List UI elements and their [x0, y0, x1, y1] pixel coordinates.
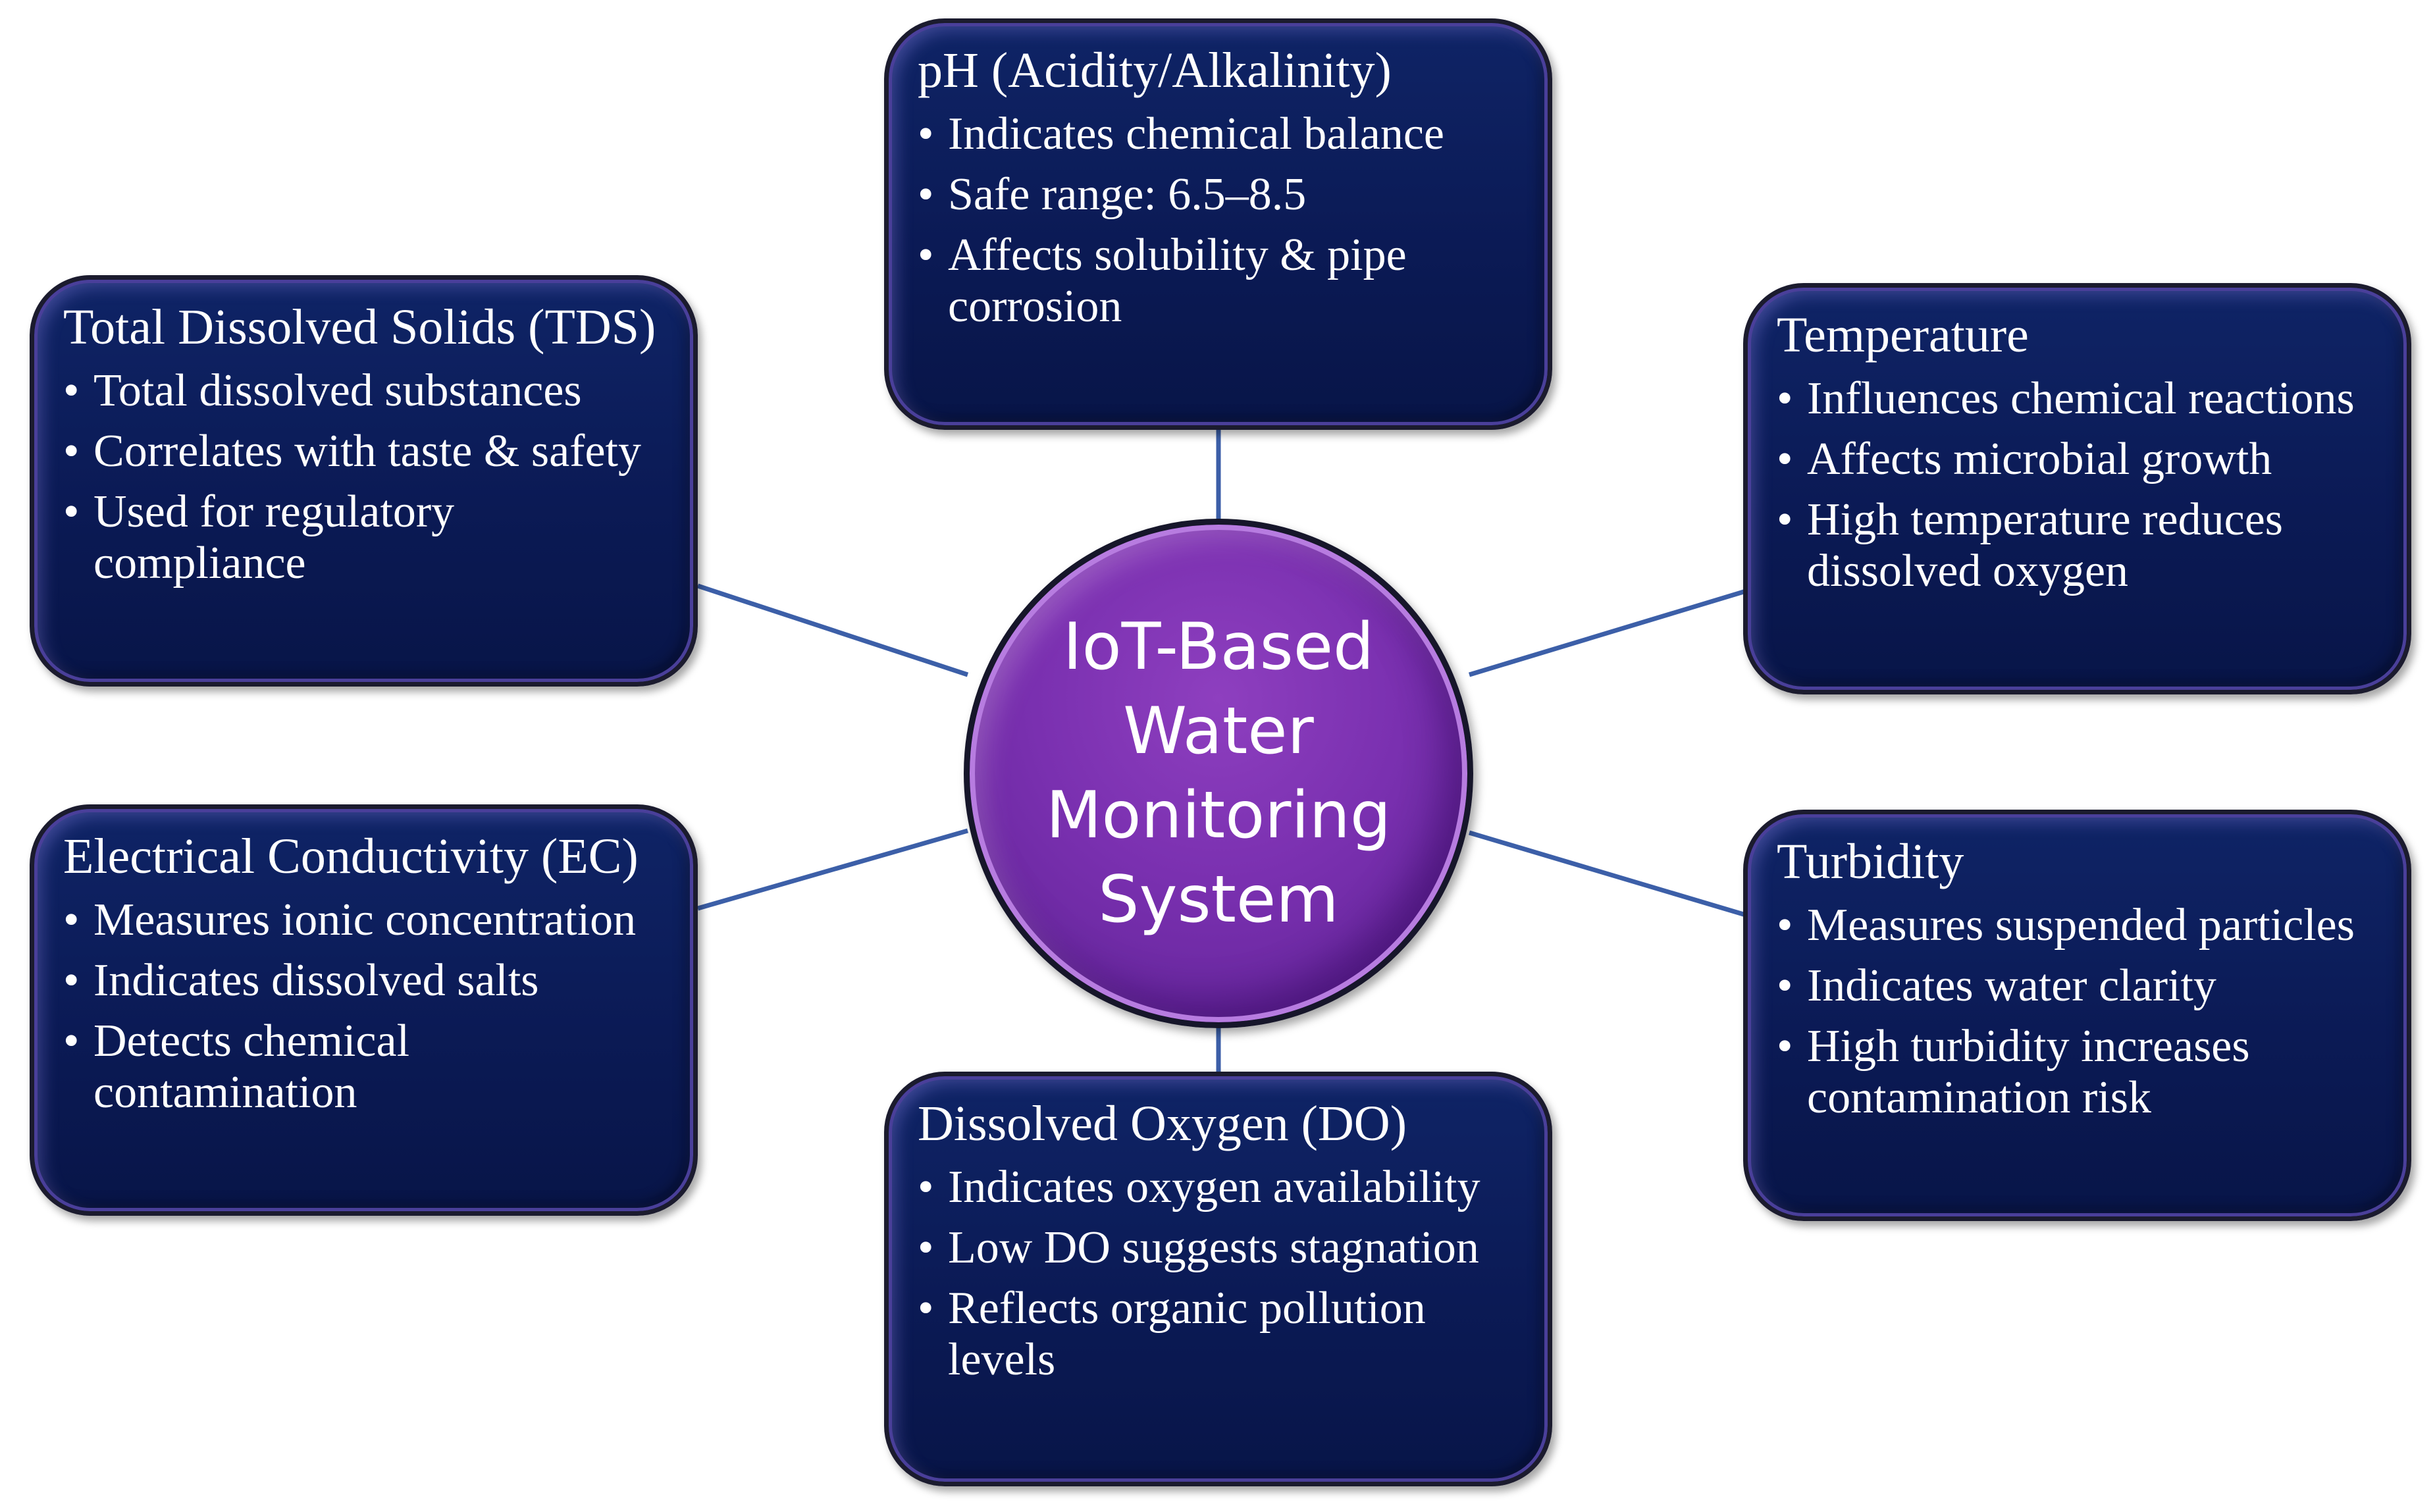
node-do: Dissolved Oxygen (DO) Indicates oxygen a…	[884, 1072, 1552, 1486]
bullet-item: Affects solubility & pipe corrosion	[918, 230, 1525, 332]
bullet-item: Correlates with taste & safety	[63, 426, 671, 477]
node-bullets: Total dissolved substances Correlates wi…	[63, 365, 671, 589]
bullet-item: Detects chemical contamination	[63, 1016, 671, 1118]
bullet-item: Safe range: 6.5–8.5	[918, 169, 1525, 221]
bullet-item: Low DO suggests stagnation	[918, 1222, 1525, 1274]
node-temperature: Temperature Influences chemical reaction…	[1743, 283, 2411, 694]
node-ec: Electrical Conductivity (EC) Measures io…	[30, 804, 698, 1216]
bullet-item: Indicates oxygen availability	[918, 1162, 1525, 1213]
node-title: Electrical Conductivity (EC)	[63, 829, 639, 884]
bullet-item: Influences chemical reactions	[1777, 373, 2384, 425]
bullet-item: Reflects organic pollution levels	[918, 1283, 1525, 1386]
bullet-item: High turbidity increases contamination r…	[1777, 1021, 2384, 1124]
bullet-item: Affects microbial growth	[1777, 434, 2384, 485]
node-title: Dissolved Oxygen (DO)	[918, 1096, 1407, 1151]
connector-ec	[697, 828, 968, 911]
node-tds: Total Dissolved Solids (TDS) Total disso…	[30, 275, 698, 687]
bullet-item: High temperature reduces dissolved oxyge…	[1777, 494, 2384, 597]
node-title: Total Dissolved Solids (TDS)	[63, 300, 656, 355]
connector-tds	[696, 583, 969, 677]
node-bullets: Influences chemical reactions Affects mi…	[1777, 373, 2384, 597]
central-hub: IoT-Based Water Monitoring System	[964, 519, 1473, 1028]
bullet-item: Measures ionic concentration	[63, 895, 671, 946]
hub-label: IoT-Based Water Monitoring System	[1045, 610, 1392, 937]
node-bullets: Measures ionic concentration Indicates d…	[63, 895, 671, 1118]
node-title: Temperature	[1777, 307, 2029, 363]
node-turbidity: Turbidity Measures suspended particles I…	[1743, 810, 2411, 1221]
bullet-item: Indicates water clarity	[1777, 960, 2384, 1012]
node-bullets: Indicates oxygen availability Low DO sug…	[918, 1162, 1525, 1386]
bullet-item: Indicates dissolved salts	[63, 955, 671, 1006]
bullet-item: Used for regulatory compliance	[63, 486, 671, 589]
node-bullets: Measures suspended particles Indicates w…	[1777, 900, 2384, 1124]
bullet-item: Total dissolved substances	[63, 365, 671, 417]
connector-temperature	[1468, 587, 1754, 677]
bullet-item: Measures suspended particles	[1777, 900, 2384, 951]
bullet-item: Indicates chemical balance	[918, 109, 1525, 160]
node-title: pH (Acidity/Alkalinity)	[918, 43, 1392, 98]
connector-turbidity	[1469, 830, 1753, 920]
node-title: Turbidity	[1777, 834, 1964, 889]
node-bullets: Indicates chemical balance Safe range: 6…	[918, 109, 1525, 332]
node-ph: pH (Acidity/Alkalinity) Indicates chemic…	[884, 18, 1552, 430]
